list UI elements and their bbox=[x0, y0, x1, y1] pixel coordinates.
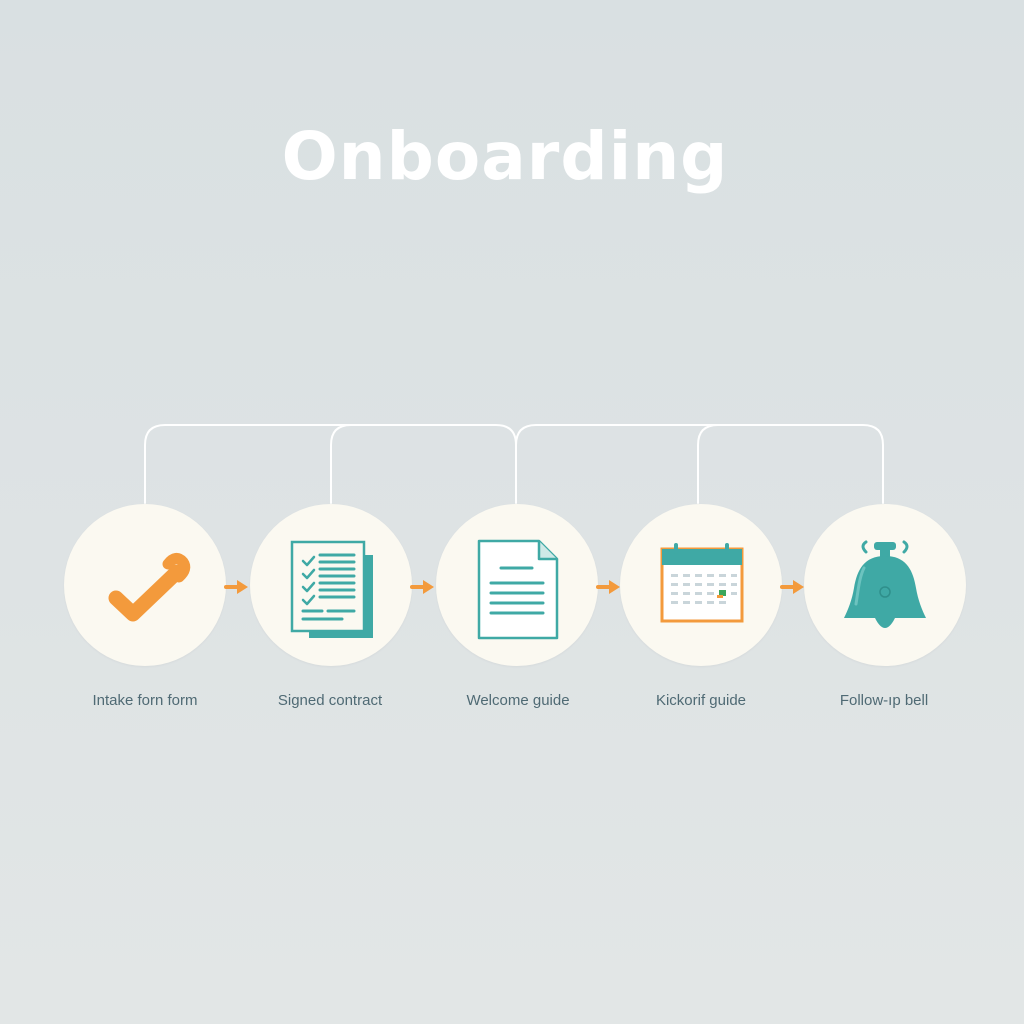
arrow-right-icon bbox=[780, 580, 804, 594]
step-intake-form bbox=[64, 504, 226, 666]
step-label-welcome-guide: Welcome guide bbox=[466, 692, 570, 709]
connector-3-5 bbox=[515, 424, 884, 504]
step-label-intake-form: Intake forn form bbox=[92, 692, 198, 709]
bell-icon bbox=[844, 540, 926, 628]
step-follow-up-bell bbox=[804, 504, 966, 666]
page-title: Onboarding bbox=[281, 118, 729, 195]
connector-1-3 bbox=[144, 424, 517, 504]
step-label-kickoff-guide: Kickorif guide bbox=[655, 692, 747, 709]
checkmark-icon bbox=[108, 553, 191, 622]
step-label-follow-up-bell: Follow-ıp bell bbox=[839, 692, 929, 709]
checklist-document-icon bbox=[290, 540, 373, 638]
step-signed-contract bbox=[250, 504, 412, 666]
calendar-icon bbox=[660, 543, 744, 623]
arrow-right-icon bbox=[410, 580, 434, 594]
step-welcome-guide bbox=[436, 504, 598, 666]
document-icon bbox=[477, 539, 559, 640]
arrow-right-icon bbox=[596, 580, 620, 594]
connector-2-3 bbox=[330, 424, 497, 504]
step-label-signed-contract: Signed contract bbox=[277, 692, 383, 709]
arrow-right-icon bbox=[224, 580, 248, 594]
step-kickoff-guide bbox=[620, 504, 782, 666]
connector-4 bbox=[697, 424, 741, 504]
